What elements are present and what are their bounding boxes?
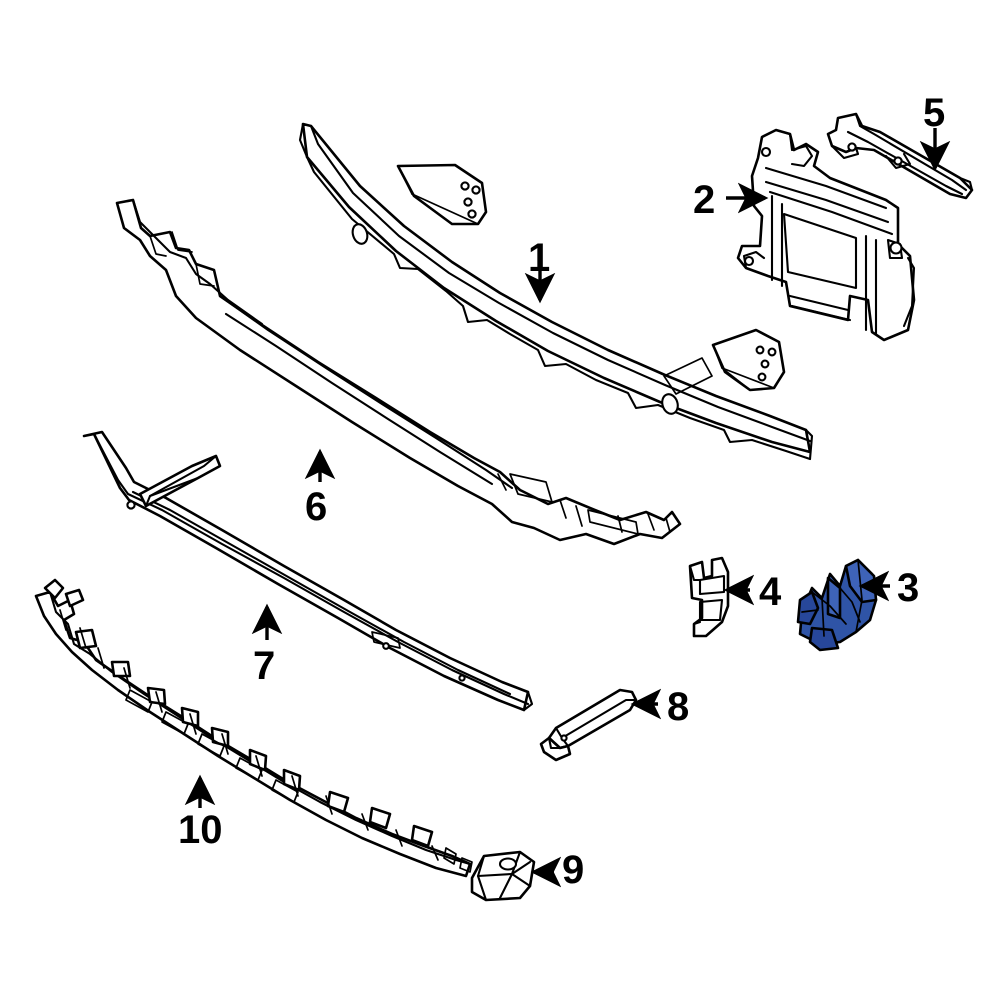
part-2-radiator-support-side-bracket[interactable] bbox=[736, 128, 916, 342]
part-6-bumper-energy-absorber[interactable] bbox=[115, 198, 682, 546]
part-10-lower-valance-deflector[interactable] bbox=[34, 578, 473, 878]
callout-label-6[interactable]: 6 bbox=[305, 485, 328, 529]
callout-label-2[interactable]: 2 bbox=[693, 178, 716, 222]
part-1-bumper-impact-bar-reinforcement[interactable] bbox=[298, 122, 814, 461]
callout-label-10[interactable]: 10 bbox=[178, 808, 223, 852]
callout-label-9[interactable]: 9 bbox=[562, 848, 585, 892]
part-5-upper-tie-bar-rail[interactable] bbox=[826, 112, 974, 200]
part-8-center-reinforcement-channel[interactable] bbox=[539, 688, 638, 762]
callout-label-1[interactable]: 1 bbox=[528, 236, 551, 280]
callout-label-5[interactable]: 5 bbox=[923, 91, 946, 135]
callout-label-3[interactable]: 3 bbox=[897, 566, 920, 610]
part-3-bumper-cover-side-support-bracket[interactable] bbox=[796, 558, 878, 652]
part-4-bumper-retainer-bracket[interactable] bbox=[688, 556, 730, 638]
callout-leaders bbox=[184, 128, 951, 888]
part-9-bumper-mounting-block[interactable] bbox=[470, 850, 536, 902]
callout-label-8[interactable]: 8 bbox=[667, 685, 690, 729]
part-7-bumper-upper-support-rail[interactable] bbox=[82, 430, 534, 712]
callout-label-4[interactable]: 4 bbox=[759, 570, 782, 614]
callout-label-7[interactable]: 7 bbox=[253, 644, 276, 688]
